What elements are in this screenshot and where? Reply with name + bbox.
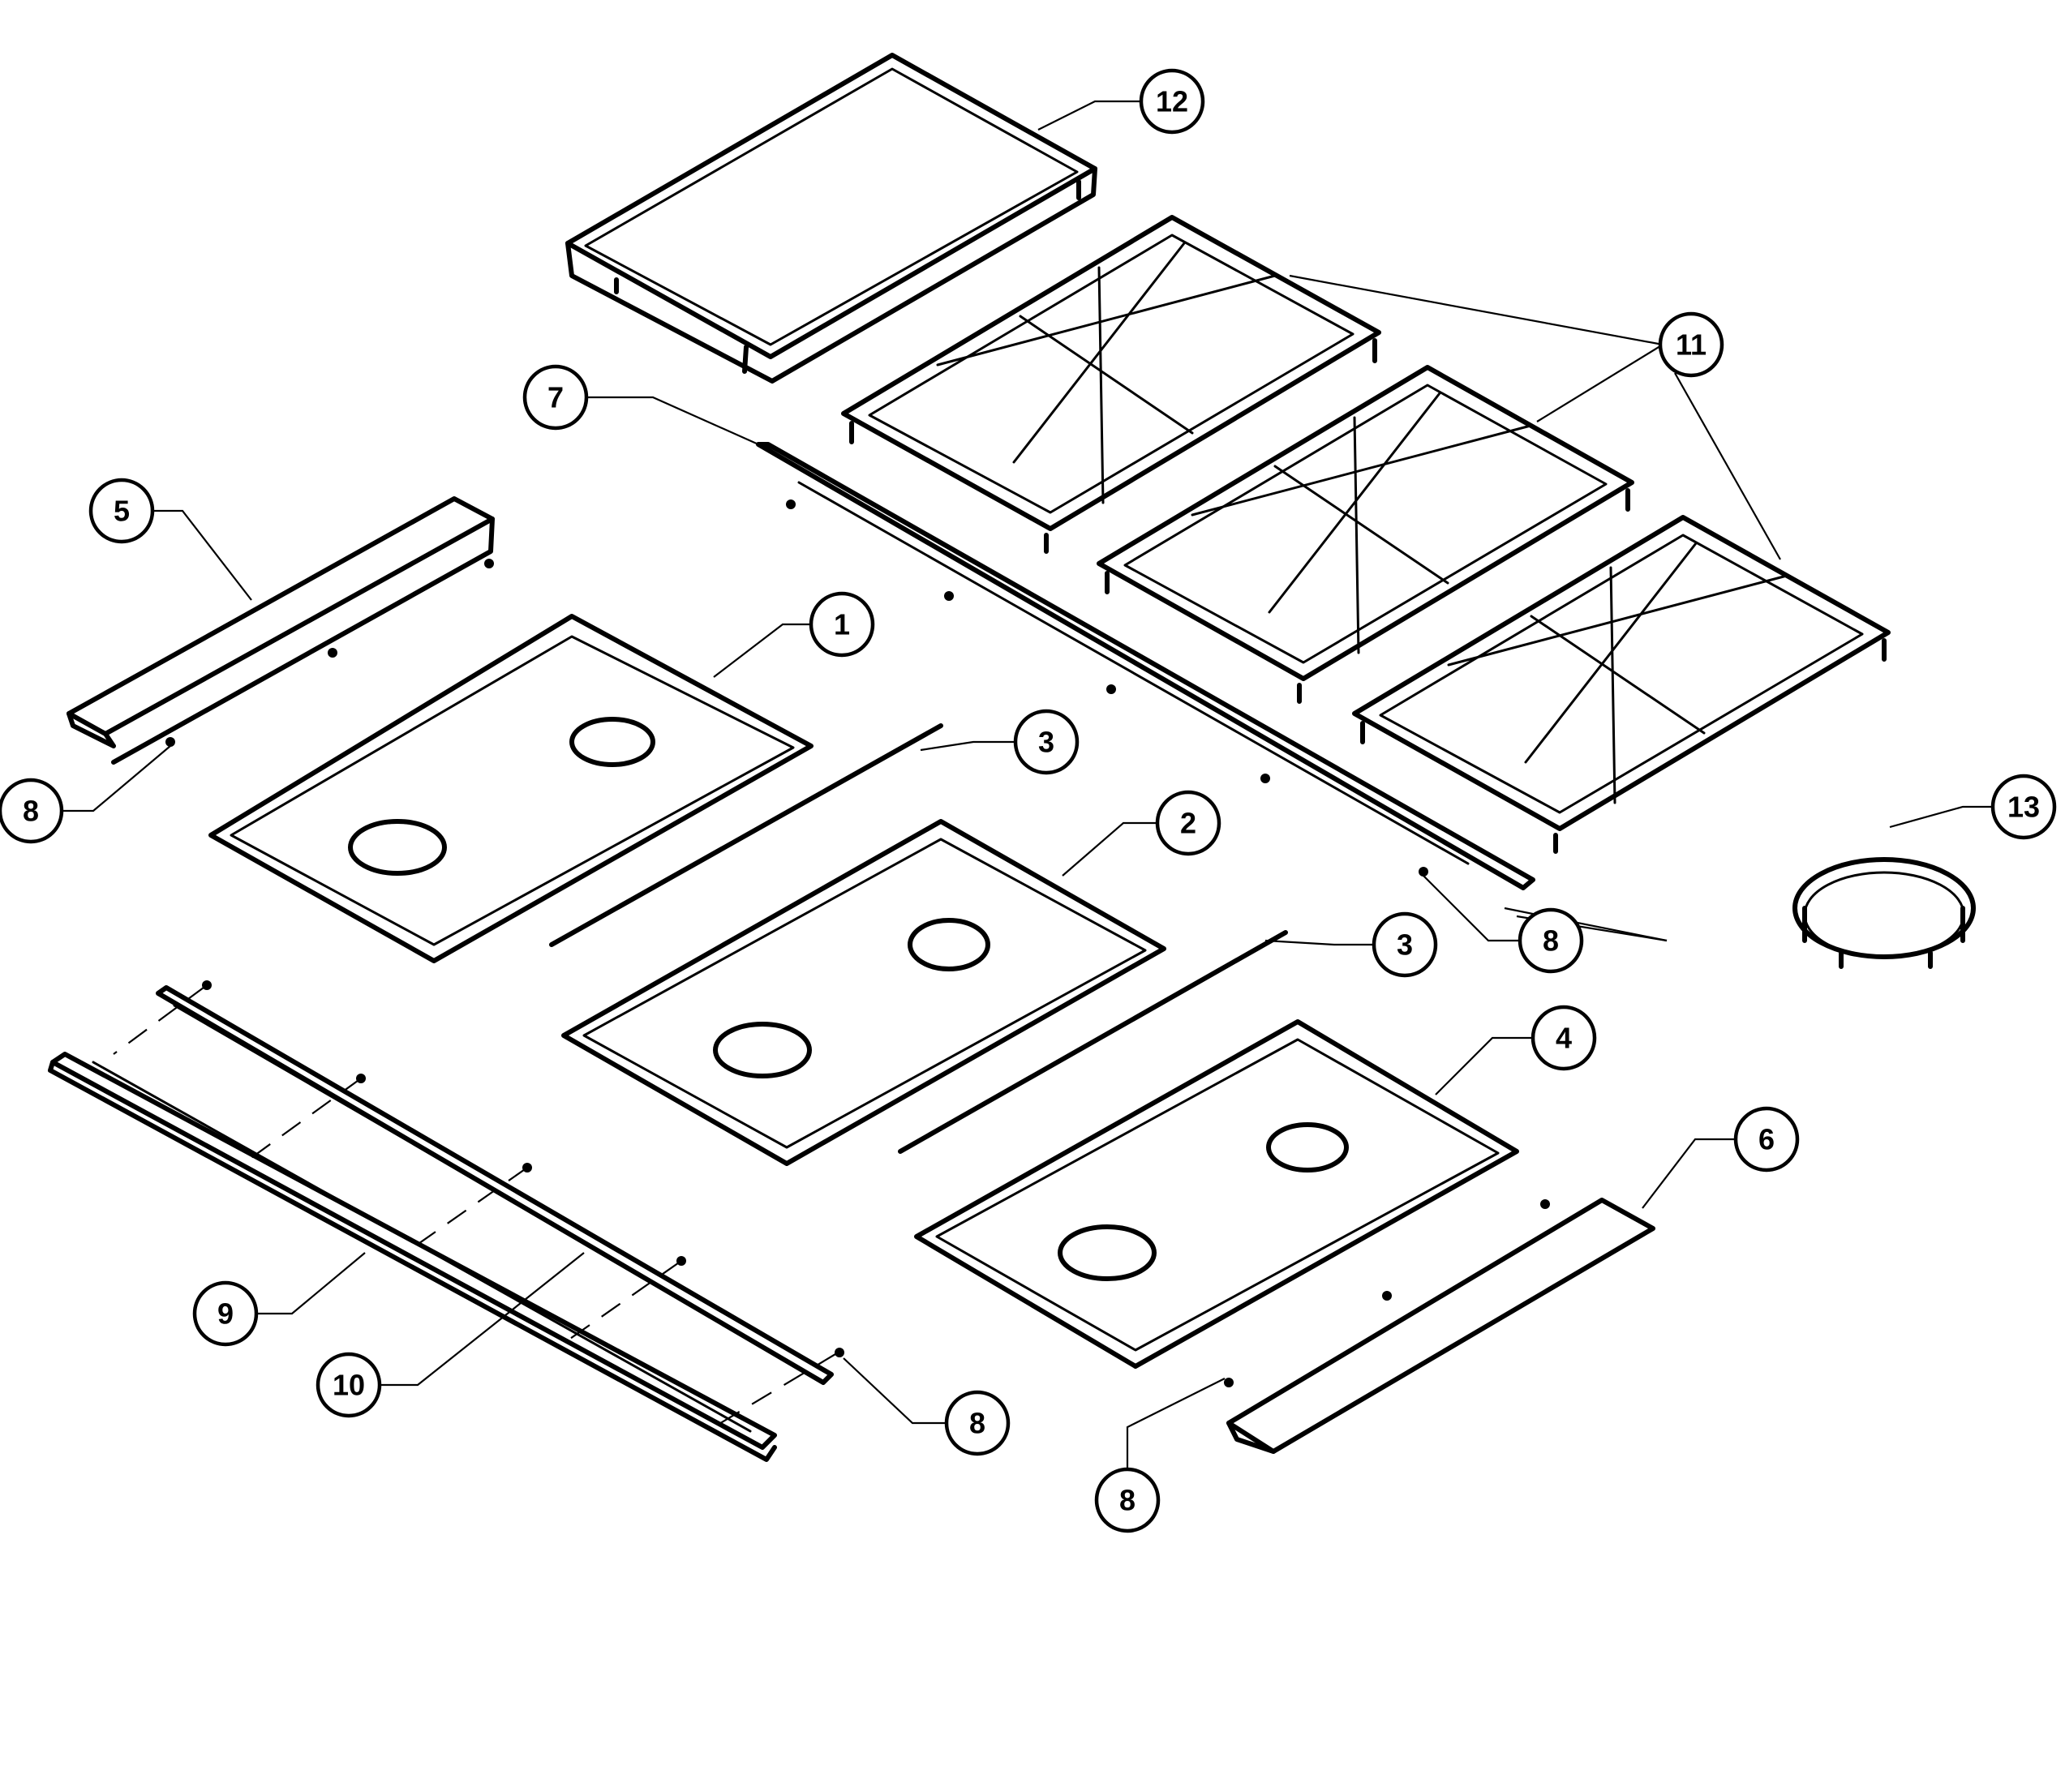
callout-10: 10 [316,1352,382,1418]
callout-label: 8 [969,1407,985,1440]
callout-label: 8 [1119,1484,1136,1517]
griddle-plate [565,53,1097,384]
callout-3-lower: 3 [1372,911,1438,978]
callout-label: 9 [217,1297,234,1331]
callout-8-left: 8 [0,778,64,844]
callout-label: 3 [1397,928,1413,962]
divider-strip-upper [549,723,943,947]
wok-ring [1792,857,1976,969]
burner-grate-1 [841,215,1381,554]
callout-label: 13 [2007,791,2040,824]
callout-label: 2 [1180,807,1196,840]
callout-6: 6 [1733,1106,1800,1173]
callout-8-front-rail: 8 [944,1390,1011,1456]
divider-strip-lower [898,930,1288,1154]
leader-lines [61,100,1991,1468]
screws [165,499,1550,1387]
callout-7: 7 [522,364,589,431]
callout-13: 13 [1990,774,2057,840]
callout-label: 10 [333,1369,365,1402]
front-rail-outer [48,1052,777,1462]
callout-label: 11 [1676,328,1707,362]
callout-12: 12 [1139,68,1205,135]
callout-label: 5 [114,495,130,528]
callout-label: 4 [1556,1022,1572,1055]
assembly-line [405,1167,528,1254]
callout-8-rail: 8 [1518,907,1584,974]
assembly-line [559,1260,682,1347]
callout-label: 8 [23,795,39,828]
burner-grate-3 [1352,515,1891,854]
burner-grate-2 [1097,365,1634,704]
assembly-line [713,1353,836,1428]
callout-2: 2 [1155,790,1221,856]
cooktop-tray-right [914,1019,1519,1369]
assembly-line [243,1078,362,1164]
left-side-trim [67,496,495,765]
callout-8-right-trim: 8 [1094,1467,1161,1533]
callout-4: 4 [1531,1005,1597,1071]
callout-label: 8 [1543,924,1559,958]
callout-label: 3 [1038,726,1054,759]
callout-3-upper: 3 [1013,709,1080,775]
callout-label: 6 [1758,1123,1775,1156]
callout-label: 1 [834,608,850,641]
callout-label: 12 [1156,85,1188,118]
callout-11: 11 [1658,311,1724,378]
cooktop-tray-center [561,819,1166,1166]
rear-trim-rail [756,442,1535,890]
assembly-line [113,984,208,1055]
callout-1: 1 [809,591,875,658]
cooktop-tray-left [208,614,814,963]
callout-9: 9 [192,1280,259,1347]
right-side-trim [1226,1198,1655,1454]
callout-5: 5 [88,478,155,544]
front-rail-inner [156,985,834,1385]
callout-label: 7 [547,381,564,414]
